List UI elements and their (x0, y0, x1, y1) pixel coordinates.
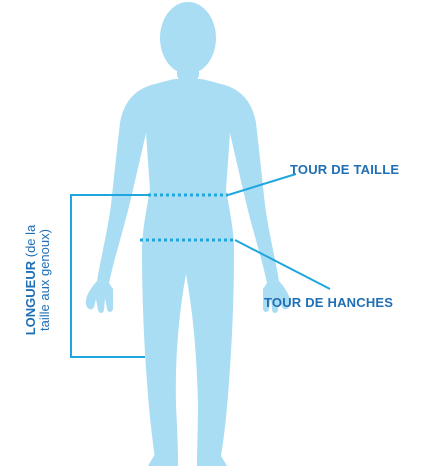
length-label-line-1: LONGUEUR (de la (24, 194, 38, 366)
length-label-line-2: taille aux genoux) (38, 194, 52, 366)
waist-label: TOUR DE TAILLE (290, 162, 399, 177)
hips-label: TOUR DE HANCHES (264, 295, 393, 310)
length-label-strong: LONGUEUR (23, 261, 38, 335)
human-silhouette (86, 2, 290, 466)
length-label: LONGUEUR (de la taille aux genoux) (24, 194, 52, 366)
length-label-suffix: (de la (23, 225, 38, 261)
